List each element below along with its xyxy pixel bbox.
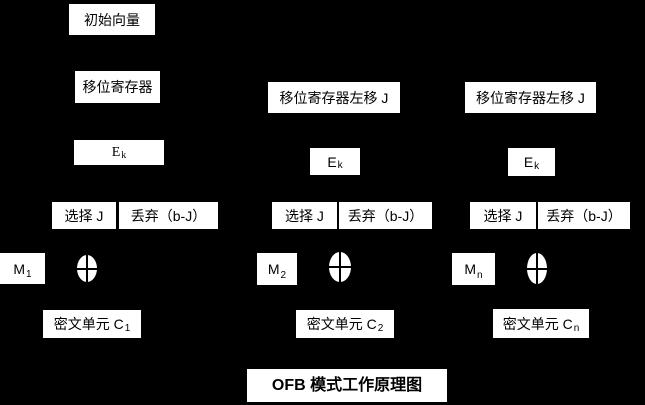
encryption-label-3: E [523, 154, 534, 170]
xor-icon-2 [329, 252, 351, 282]
xor-icon-1 [77, 255, 97, 282]
xor-icon-3 [527, 253, 547, 284]
shift-register-left-box-3: 移位寄存器左移 J [465, 82, 596, 113]
message-label-n: M [464, 261, 477, 277]
select-j-box-1: 选择 J [52, 202, 116, 229]
message-subscript-1: 1 [26, 269, 32, 280]
encryption-label-1: E [111, 144, 121, 160]
discard-label-3: 丢弃（b-J） [546, 207, 622, 224]
select-j-box-2: 选择 J [272, 202, 337, 229]
diagram-title-box: OFB 模式工作原理图 [247, 369, 447, 402]
ciphertext-label-n: 密文单元 C [502, 315, 573, 332]
shift-register-box-1: 移位寄存器 [75, 71, 160, 103]
encryption-subscript-1: k [121, 150, 127, 161]
ciphertext-subscript-1: 1 [124, 323, 131, 334]
discard-label-2: 丢弃（b-J） [347, 207, 424, 224]
shift-register-label-1: 移位寄存器 [82, 79, 153, 95]
initial-vector-box: 初始向量 [69, 4, 155, 35]
ciphertext-label-2: 密文单元 C [306, 316, 377, 332]
ciphertext-subscript-n: n [573, 323, 580, 334]
shift-register-left-label-3: 移位寄存器左移 J [476, 89, 585, 106]
discard-box-2: 丢弃（b-J） [339, 202, 432, 229]
initial-vector-label: 初始向量 [84, 11, 140, 28]
select-j-label-2: 选择 J [285, 207, 324, 224]
message-label-1: M [13, 260, 26, 277]
message-subscript-n: n [477, 270, 483, 281]
encryption-subscript-3: k [534, 161, 540, 172]
select-j-label-3: 选择 J [483, 207, 523, 224]
select-j-box-3: 选择 J [470, 202, 536, 229]
shift-register-left-box-2: 移位寄存器左移 J [268, 82, 400, 113]
discard-box-3: 丢弃（b-J） [538, 202, 630, 229]
discard-box-1: 丢弃（b-J） [119, 202, 218, 229]
ciphertext-label-1: 密文单元 C [53, 316, 124, 332]
diagram-title: OFB 模式工作原理图 [271, 376, 423, 394]
message-subscript-2: 2 [280, 270, 287, 281]
shift-register-left-label-2: 移位寄存器左移 J [279, 89, 389, 106]
message-label-2: M [267, 261, 280, 277]
encryption-subscript-2: k [337, 160, 343, 171]
discard-label-1: 丢弃（b-J） [130, 207, 207, 224]
encryption-label-2: E [327, 153, 337, 170]
ciphertext-subscript-2: 2 [377, 323, 384, 334]
select-j-label-1: 选择 J [64, 207, 104, 224]
